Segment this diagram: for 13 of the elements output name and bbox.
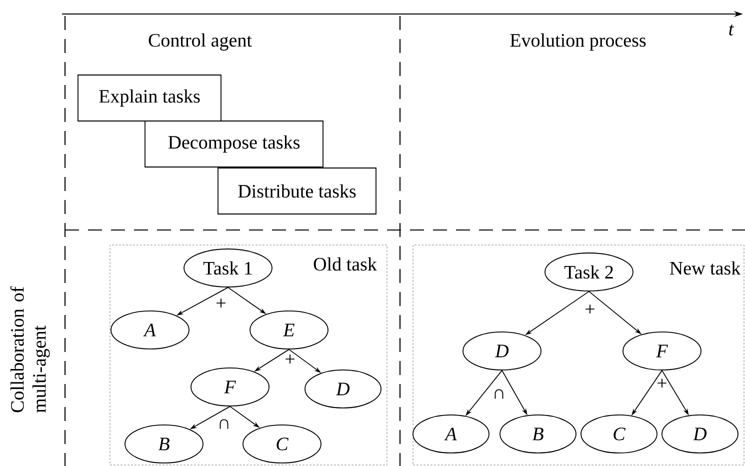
operator-symbol: +: [216, 298, 226, 308]
section-label: Control agent: [148, 33, 252, 51]
operator-symbol: +: [658, 378, 666, 388]
operator-symbol: +: [586, 304, 594, 314]
axis-label: t: [729, 24, 734, 36]
operator-symbol: ∩: [494, 389, 504, 399]
task-box: Decompose tasks: [144, 120, 324, 168]
section-label: Evolution process: [510, 33, 646, 51]
task-box: Distribute tasks: [218, 168, 376, 214]
operator-symbol: ∩: [220, 419, 228, 429]
operator-symbol: +: [286, 354, 294, 364]
task-box: Explain tasks: [78, 74, 222, 122]
section-label: Collaboration of multi-agent: [10, 286, 50, 413]
